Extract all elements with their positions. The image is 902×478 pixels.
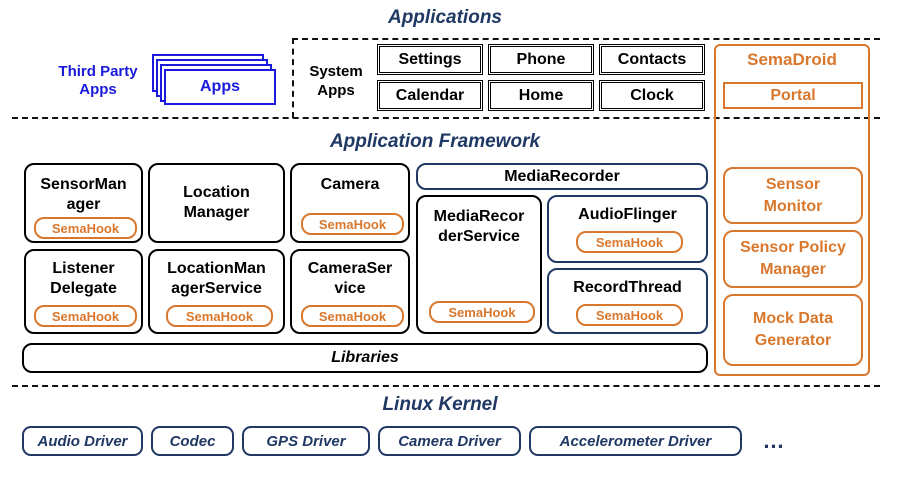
listener-delegate-box: Listener Delegate SemaHook [24,249,143,334]
framework-kernel-separator [12,385,880,387]
media-recorder-box: MediaRecorder [416,163,708,190]
applications-heading: Applications [387,7,502,28]
sensor-monitor-box: Sensor Monitor [723,167,863,224]
audio-flinger-box: AudioFlinger SemaHook [547,195,708,263]
third-party-apps-label: Third Party Apps [58,63,138,98]
audio-flinger-label: AudioFlinger [578,206,677,223]
app-top-separator [292,38,880,40]
record-thread-label: RecordThread [573,279,682,296]
semahook-sensor-manager: SemaHook [34,217,137,239]
app-clock[interactable]: Clock [599,80,705,111]
driver-camera: Camera Driver [378,426,521,456]
camera-service-label: CameraSer vice [307,260,393,297]
kernel-heading: Linux Kernel [382,394,498,415]
app-phone[interactable]: Phone [488,44,594,75]
more-drivers-ellipsis: … [762,428,786,453]
app-home[interactable]: Home [488,80,594,111]
framework-heading: Application Framework [329,131,541,152]
sensor-manager-box: SensorMan ager SemaHook [24,163,143,243]
app-contacts[interactable]: Contacts [599,44,705,75]
third-party-apps-card[interactable]: Apps [164,69,276,105]
app-settings[interactable]: Settings [377,44,483,75]
semahook-audio-flinger: SemaHook [576,231,683,253]
semadroid-panel [714,44,870,376]
system-apps-separator [292,38,294,118]
driver-accelerometer: Accelerometer Driver [529,426,742,456]
record-thread-box: RecordThread SemaHook [547,268,708,334]
semahook-listener-delegate: SemaHook [34,305,137,327]
system-apps-label: System Apps [309,63,363,99]
media-recorder-service-label: MediaRecor derService [433,208,525,245]
camera-box: Camera SemaHook [290,163,410,243]
semahook-media-recorder-service: SemaHook [429,301,535,323]
sensor-policy-manager-box: Sensor Policy Manager [723,230,863,288]
listener-delegate-label: Listener Delegate [50,260,117,297]
media-recorder-service-box: MediaRecor derService SemaHook [416,195,542,334]
semahook-record-thread: SemaHook [576,304,683,326]
mock-data-generator-box: Mock Data Generator [723,294,863,366]
driver-audio: Audio Driver [22,426,143,456]
location-manager-service-label: LocationMan agerService [167,260,266,297]
libraries-box: Libraries [22,343,708,373]
camera-service-box: CameraSer vice SemaHook [290,249,410,334]
semahook-camera-service: SemaHook [301,305,404,327]
semadroid-title: SemaDroid [747,50,837,69]
camera-label: Camera [320,176,380,193]
driver-codec: Codec [151,426,234,456]
apps-framework-separator [12,117,880,119]
location-manager-service-box: LocationMan agerService SemaHook [148,249,285,334]
driver-gps: GPS Driver [242,426,370,456]
semahook-location-manager-service: SemaHook [166,305,273,327]
location-manager-box: Location Manager [148,163,285,243]
app-calendar[interactable]: Calendar [377,80,483,111]
sensor-manager-label: SensorMan ager [40,176,127,213]
semadroid-portal[interactable]: Portal [723,82,863,109]
semahook-camera: SemaHook [301,213,404,235]
